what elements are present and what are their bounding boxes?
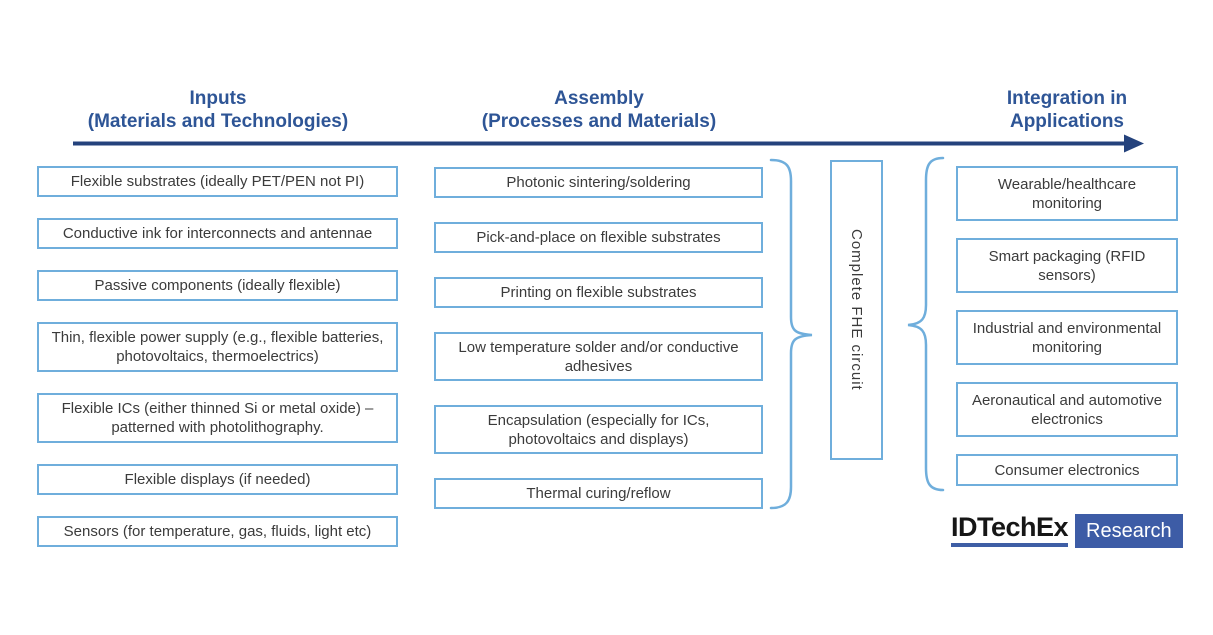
complete-fhe-circuit-label: Complete FHE circuit xyxy=(848,229,865,391)
assembly-header-line2: (Processes and Materials) xyxy=(481,111,717,132)
assembly-box-pick-and-place: Pick-and-place on flexible substrates xyxy=(434,222,763,253)
input-box-power-supply: Thin, flexible power supply (e.g., flexi… xyxy=(37,322,398,372)
inputs-header-line1: Inputs xyxy=(189,88,247,109)
applications-header-line1: Integration in xyxy=(1006,88,1128,109)
assembly-box-low-temp-solder: Low temperature solder and/or conductive… xyxy=(434,332,763,381)
applications-column-header: Integration in Applications xyxy=(945,87,1189,133)
inputs-column: Flexible substrates (ideally PET/PEN not… xyxy=(37,166,398,547)
assembly-group-brace xyxy=(769,158,813,510)
assembly-box-thermal-curing: Thermal curing/reflow xyxy=(434,478,763,509)
application-box-smart-packaging: Smart packaging (RFID sensors) xyxy=(956,238,1178,293)
complete-fhe-circuit-box: Complete FHE circuit xyxy=(830,160,883,460)
applications-column: Wearable/healthcare monitoring Smart pac… xyxy=(956,166,1178,486)
assembly-box-encapsulation: Encapsulation (especially for ICs, photo… xyxy=(434,405,763,454)
assembly-header-line1: Assembly xyxy=(554,88,644,109)
input-box-passive-components: Passive components (ideally flexible) xyxy=(37,270,398,301)
application-box-aeronautical-automotive: Aeronautical and automotive electronics xyxy=(956,382,1178,437)
assembly-column-header: Assembly (Processes and Materials) xyxy=(434,87,764,133)
assembly-column: Photonic sintering/soldering Pick-and-pl… xyxy=(434,167,763,509)
inputs-header-line2: (Materials and Technologies) xyxy=(87,111,349,132)
flow-arrow-head-icon xyxy=(1124,134,1144,153)
assembly-box-photonic-sintering: Photonic sintering/soldering xyxy=(434,167,763,198)
applications-header-line2: Applications xyxy=(1009,111,1124,132)
application-box-consumer-electronics: Consumer electronics xyxy=(956,454,1178,486)
input-box-flexible-ics: Flexible ICs (either thinned Si or metal… xyxy=(37,393,398,443)
application-box-wearable-healthcare: Wearable/healthcare monitoring xyxy=(956,166,1178,221)
input-box-sensors: Sensors (for temperature, gas, fluids, l… xyxy=(37,516,398,547)
inputs-column-header: Inputs (Materials and Technologies) xyxy=(38,87,398,133)
idtechex-underline xyxy=(951,543,1069,547)
input-box-flexible-displays: Flexible displays (if needed) xyxy=(37,464,398,495)
input-box-conductive-ink: Conductive ink for interconnects and ant… xyxy=(37,218,398,249)
application-box-industrial-environmental: Industrial and environmental monitoring xyxy=(956,310,1178,365)
assembly-box-printing: Printing on flexible substrates xyxy=(434,277,763,308)
applications-group-brace xyxy=(907,156,945,492)
input-box-flexible-substrates: Flexible substrates (ideally PET/PEN not… xyxy=(37,166,398,197)
idtechex-wordmark: IDTechEx xyxy=(951,512,1069,548)
idtechex-brand-text: IDTechEx xyxy=(951,512,1069,542)
research-badge: Research xyxy=(1075,514,1183,548)
idtechex-research-logo: IDTechEx Research xyxy=(951,513,1183,548)
